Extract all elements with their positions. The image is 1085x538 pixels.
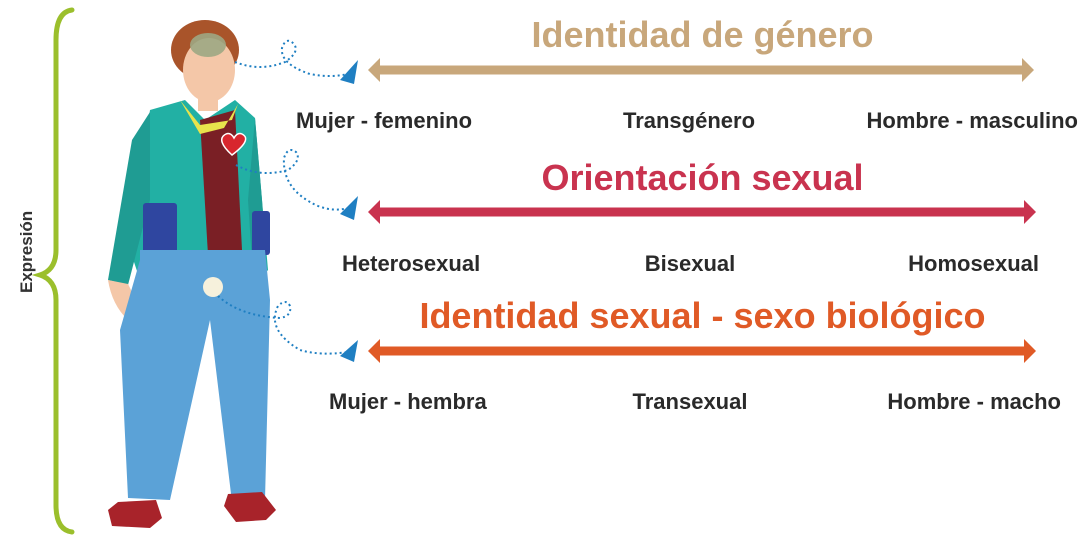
connector-arrowheads — [340, 60, 358, 362]
sexual-orientation-title: Orientación sexual — [541, 157, 864, 198]
arrowhead-2 — [340, 196, 358, 220]
gender-left-label: Mujer - femenino — [296, 108, 473, 133]
sex-right-label: Hombre - macho — [887, 389, 1061, 414]
expression-brace — [31, 7, 75, 535]
orientation-left-label: Heterosexual — [342, 251, 481, 276]
arrowhead-1 — [340, 60, 358, 84]
arrowhead-3 — [340, 340, 358, 362]
expression-label: Expresión — [17, 210, 36, 293]
body-marker-icon — [203, 277, 223, 297]
person-figure — [108, 20, 276, 528]
sex-left-label: Mujer - hembra — [329, 389, 487, 414]
gender-identity-title: Identidad de género — [531, 14, 874, 55]
connectors — [217, 39, 349, 355]
heart-icon — [221, 132, 247, 156]
spectrum-arrow-gender — [368, 58, 1034, 82]
brain-icon — [190, 33, 226, 57]
spectrum-arrow-sex — [368, 339, 1036, 363]
orientation-middle-label: Bisexual — [644, 251, 736, 276]
biological-sex-title: Identidad sexual - sexo biológico — [419, 295, 986, 336]
gender-right-label: Hombre - masculino — [866, 108, 1078, 133]
gender-middle-label: Transgénero — [622, 108, 756, 133]
sex-middle-label: Transexual — [632, 389, 748, 414]
spectrum-arrow-orientation — [368, 200, 1036, 224]
orientation-right-label: Homosexual — [908, 251, 1039, 276]
